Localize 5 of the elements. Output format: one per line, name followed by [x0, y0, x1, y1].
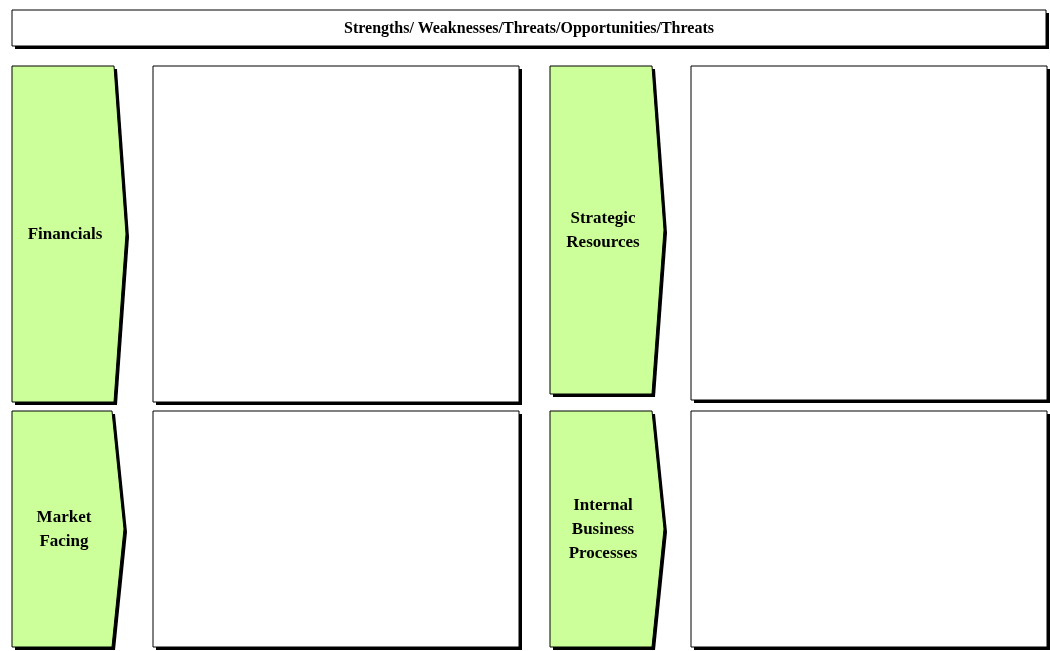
category-label: Market Facing: [35, 506, 93, 552]
title-text: Strengths/ Weaknesses/Threats/Opportunities/Threats: [344, 18, 714, 39]
category-label: Strategic Resources: [565, 207, 641, 253]
category-label: Internal Business Processes: [567, 494, 639, 564]
category-label: Financials: [26, 223, 104, 245]
